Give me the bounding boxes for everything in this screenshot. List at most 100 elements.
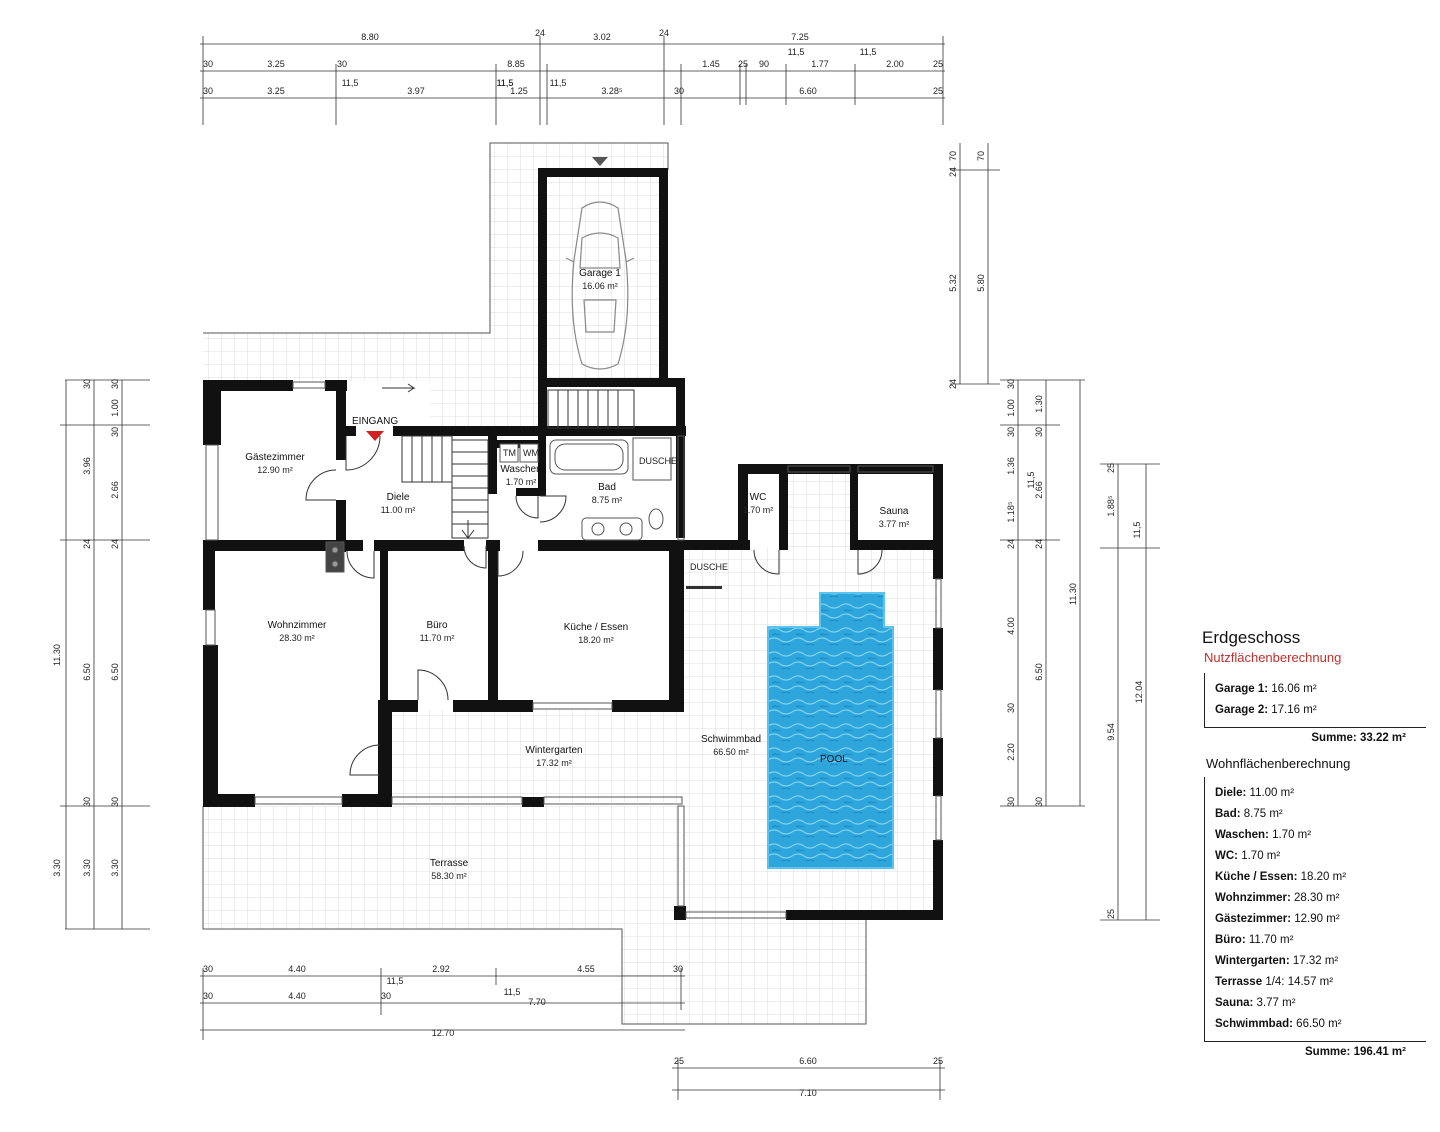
legend-row-label: Küche / Essen: <box>1215 871 1298 883</box>
room-area-buero: 11.70 m² <box>420 633 455 643</box>
car-icon <box>565 201 635 370</box>
legend-row-label: Waschen: <box>1215 829 1269 841</box>
dimension-text: 11,5 <box>387 976 404 986</box>
dimension-text: 11,5 <box>342 78 359 88</box>
dimension-text: 5.32 <box>948 274 958 292</box>
entrance-arrow-icon <box>366 431 384 441</box>
north-terrace-tiles <box>203 333 538 381</box>
dimension-text: 11,5 <box>860 47 877 57</box>
dimension-text: 2.66 <box>1034 481 1044 499</box>
pool-water <box>767 592 894 869</box>
dimension-text: 24 <box>82 539 92 549</box>
room-name-wintergarten: Wintergarten <box>525 745 582 756</box>
legend-row: Garage 2: 17.16 m² <box>1215 700 1426 721</box>
legend-row: Waschen: 1.70 m² <box>1215 825 1426 846</box>
room-name-bad: Bad <box>598 482 616 493</box>
room-area-waschen: 1.70 m² <box>506 477 537 487</box>
legend-row-value: 66.50 m² <box>1296 1018 1342 1030</box>
dimension-text: 11,5 <box>497 78 514 88</box>
dimension-text: 30 <box>203 991 213 1001</box>
dimension-text: 25 <box>933 1056 943 1066</box>
legend-row: Wintergarten: 17.32 m² <box>1215 951 1426 972</box>
dimension-text: 11,5 <box>497 78 514 88</box>
bath-fixtures <box>325 437 672 573</box>
dimension-text: 6.50 <box>1034 663 1044 681</box>
dimension-text: 30 <box>110 379 120 389</box>
legend-row: Terrasse 1/4: 14.57 m² <box>1215 972 1426 993</box>
legend-row: Küche / Essen: 18.20 m² <box>1215 867 1426 888</box>
dimension-text: 3.25 <box>267 86 285 96</box>
walls <box>203 168 943 920</box>
legend-row: Sauna: 3.77 m² <box>1215 993 1426 1014</box>
legend-row: Schwimmbad: 66.50 m² <box>1215 1014 1426 1035</box>
dimension-text: 24 <box>659 28 669 38</box>
room-area-gaestezimmer: 12.90 m² <box>257 465 293 475</box>
legend-subtitle: Nutzflächenberechnung <box>1204 650 1342 665</box>
legend-row: Garage 1: 16.06 m² <box>1215 679 1426 700</box>
terrace-outline-south <box>202 806 867 1025</box>
dimension-text: 6.50 <box>110 663 120 681</box>
dimension-text: 30 <box>1006 427 1016 437</box>
dimension-text: 30 <box>82 379 92 389</box>
room-name-wc: WC <box>750 492 767 503</box>
dimension-text: 8.85 <box>507 59 525 69</box>
north-walk-tiles <box>430 381 538 429</box>
dimension-text: 9.54 <box>1106 723 1116 741</box>
dimension-text: 12.70 <box>432 1028 455 1038</box>
dimension-text: 3.28⁵ <box>601 86 623 96</box>
dimension-text: 3.30 <box>82 859 92 877</box>
dimension-text: 1.00 <box>110 399 120 417</box>
area-legend: Erdgeschoss Nutzflächenberechnung Garage… <box>1196 628 1426 1058</box>
wintergarten-tiles <box>388 710 684 802</box>
legend-row-label: Wintergarten: <box>1215 955 1290 967</box>
dimension-lines <box>60 36 1160 1100</box>
legend-row-value: 16.06 m² <box>1271 683 1317 695</box>
legend-row: Wohnzimmer: 28.30 m² <box>1215 888 1426 909</box>
dimension-text: 3.30 <box>110 859 120 877</box>
room-area-garage: 16.06 m² <box>582 281 618 291</box>
dimension-text: 11,5 <box>788 47 805 57</box>
nutz-sum: Summe: 33.22 m² <box>1311 732 1406 744</box>
dimension-text: 1.88⁵ <box>1106 495 1116 517</box>
dimension-text: 11,5 <box>1026 472 1036 489</box>
legend-row-label: Terrasse <box>1215 976 1263 988</box>
legend-row-label: Bad: <box>1215 808 1241 820</box>
wm-label: WM <box>523 448 539 458</box>
legend-row-value: 1.70 m² <box>1272 829 1312 841</box>
pool-shower-rail <box>686 586 722 589</box>
dimension-text: 2.92 <box>432 964 450 974</box>
terrace-tiles <box>203 806 681 929</box>
room-area-wohnzimmer: 28.30 m² <box>279 633 315 643</box>
room-name-gaestezimmer: Gästezimmer <box>245 452 305 463</box>
legend-row-label: WC: <box>1215 850 1238 862</box>
room-name-wohnzimmer: Wohnzimmer <box>268 620 327 631</box>
dimension-text: 30 <box>1006 379 1016 389</box>
legend-row: Bad: 8.75 m² <box>1215 804 1426 825</box>
room-area-kueche: 18.20 m² <box>578 635 614 645</box>
dimension-text: 5.80 <box>976 274 986 292</box>
dimension-text: 24 <box>1006 539 1016 549</box>
dimension-text: 25 <box>738 59 748 69</box>
dimension-text: 8.80 <box>361 32 379 42</box>
tm-label: TM <box>503 448 516 458</box>
dimension-text: 24 <box>1034 539 1044 549</box>
legend-row-value: 8.75 m² <box>1243 808 1283 820</box>
room-area-wintergarten: 17.32 m² <box>536 758 572 768</box>
dimension-text: 2.66 <box>110 481 120 499</box>
dimension-text: 3.96 <box>82 457 92 475</box>
dimension-text: 24 <box>535 28 545 38</box>
room-area-sauna: 3.77 m² <box>879 519 910 529</box>
legend-row-value: 1/4: 14.57 m² <box>1265 976 1334 988</box>
room-name-garage: Garage 1 <box>579 268 621 279</box>
dimension-text: 11.30 <box>1068 583 1078 605</box>
dimension-text: 6.60 <box>799 1056 817 1066</box>
legend-row: Diele: 11.00 m² <box>1215 783 1426 804</box>
dimension-text: 30 <box>110 427 120 437</box>
dimension-text: 3.25 <box>267 59 285 69</box>
dimension-text: 1.36 <box>1006 457 1016 475</box>
dimension-text: 1.00 <box>1006 399 1016 417</box>
room-name-buero: Büro <box>426 620 448 631</box>
